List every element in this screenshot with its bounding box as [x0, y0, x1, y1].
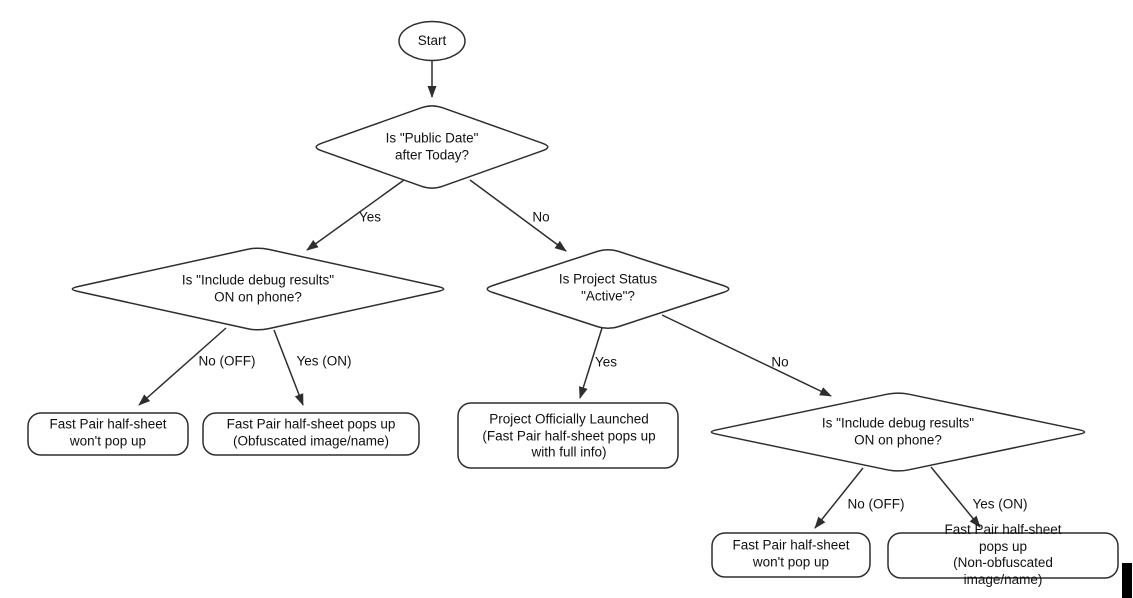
edge-label-debug-right-yes: Yes (ON)	[972, 496, 1028, 512]
decision-debug-left-label: Is "Include debug results" ON on phone?	[181, 272, 335, 305]
edge-debug-left-no-off	[138, 327, 227, 406]
result-no-popup-right-shape	[711, 532, 871, 578]
edge-label-project-status-no: No	[771, 354, 789, 370]
result-no-popup-right-label: Fast Pair half-sheet won't pop up	[732, 537, 850, 570]
result-launched-shape	[457, 402, 679, 469]
edge-label-public-date-no: No	[532, 209, 550, 225]
edge-label-debug-left-yes: Yes (ON)	[296, 353, 352, 369]
edge-public-date-yes	[306, 179, 405, 251]
edge-label-debug-right-no: No (OFF)	[847, 496, 905, 512]
decision-project-status-label: Is Project Status "Active"?	[558, 271, 658, 304]
edge-debug-left-yes-on	[273, 329, 304, 406]
decision-public-date-shape	[315, 105, 549, 189]
edge-label-project-status-yes: Yes	[594, 354, 618, 370]
edge-debug-right-yes-on	[930, 466, 981, 528]
decision-debug-right-label: Is "Include debug results" ON on phone?	[821, 415, 975, 448]
result-popup-plain-shape	[887, 532, 1119, 579]
decision-debug-right-shape	[710, 392, 1086, 472]
edge-label-debug-left-no: No (OFF)	[198, 353, 256, 369]
decision-debug-left-shape	[71, 247, 445, 331]
start-node-shape	[398, 20, 466, 62]
edge-project-status-yes	[579, 327, 603, 399]
text-cursor-bar	[1122, 563, 1132, 598]
result-popup-plain-label: Fast Pair half-sheet pops up (Non-obfusc…	[944, 522, 1062, 587]
edge-project-status-no	[661, 314, 832, 397]
decision-public-date-label: Is "Public Date" after Today?	[385, 130, 479, 163]
result-launched-label: Project Officially Launched (Fast Pair h…	[482, 411, 656, 460]
result-popup-obfuscated-shape	[202, 412, 420, 456]
start-node-label: Start	[417, 32, 447, 48]
decision-project-status-shape	[486, 248, 730, 330]
result-no-popup-left-shape	[27, 412, 189, 456]
edge-public-date-no	[469, 179, 567, 252]
edge-label-public-date-yes: Yes	[358, 209, 382, 225]
edge-debug-right-no-off	[814, 467, 864, 529]
result-popup-obfuscated-label: Fast Pair half-sheet pops up (Obfuscated…	[226, 416, 396, 449]
result-no-popup-left-label: Fast Pair half-sheet won't pop up	[49, 416, 167, 449]
